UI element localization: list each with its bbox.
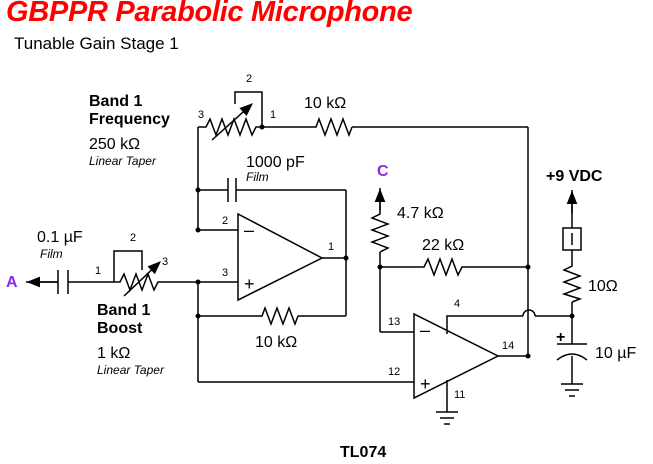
boost-pin1: 1 <box>95 265 101 277</box>
freq-pin2: 2 <box>246 73 252 85</box>
freq-value: 250 kΩ <box>89 136 140 153</box>
resistor-4k7 <box>369 188 391 253</box>
resistor-22k <box>420 256 464 278</box>
r22k-value: 22 kΩ <box>422 237 464 254</box>
opamp1-minus: – <box>244 220 254 240</box>
opamp2-pin-vplus: 4 <box>454 298 460 310</box>
supply-section <box>556 190 588 397</box>
feedback-cap-type: Film <box>246 170 269 184</box>
opamp2-minus: – <box>420 320 430 340</box>
supply-cap-polarity: + <box>556 329 565 346</box>
freq-pin3: 3 <box>198 109 204 121</box>
feedback-cap-value: 1000 pF <box>246 154 305 171</box>
freq-name-2: Frequency <box>89 111 170 128</box>
resistor-top-value: 10 kΩ <box>304 95 346 112</box>
opamp1-pin-out: 1 <box>328 241 334 253</box>
page-title: GBPPR Parabolic Microphone <box>6 0 413 28</box>
page-subtitle: Tunable Gain Stage 1 <box>14 34 179 53</box>
boost-value: 1 kΩ <box>97 345 130 362</box>
boost-name-1: Band 1 <box>97 302 150 319</box>
freq-pin1: 1 <box>270 109 276 121</box>
labels: A C 0.1 µF Film 1 2 3 Band 1 Boost 1 kΩ … <box>6 73 636 461</box>
resistor-mid-value: 10 kΩ <box>255 334 297 351</box>
opamp2-pin-out: 14 <box>502 340 514 352</box>
freq-taper: Linear Taper <box>89 154 157 168</box>
ground-icon-opamp <box>436 411 458 425</box>
freq-name-1: Band 1 <box>89 93 142 110</box>
supply-capacitor: 10 µF <box>595 345 636 362</box>
chip-part: TL074 <box>340 444 386 461</box>
resistor-10k-top <box>312 116 353 138</box>
supply-voltage: +9 VDC <box>546 168 603 185</box>
frequency-potentiometer <box>198 103 262 141</box>
wires <box>26 91 573 412</box>
junctions <box>195 124 575 359</box>
resistor-10k-mid <box>258 305 299 327</box>
opamp2-plus: + <box>420 374 431 394</box>
supply-resistor: 10Ω <box>588 278 618 295</box>
opamp-1: – + <box>237 212 324 302</box>
node-c-label: C <box>377 163 389 180</box>
input-cap-value: 0.1 µF <box>37 229 83 246</box>
opamp-2: – + <box>413 312 500 400</box>
pullup-value: 4.7 kΩ <box>397 205 444 222</box>
opamp2-pin-noninv: 12 <box>388 366 400 378</box>
boost-name-2: Boost <box>97 320 143 337</box>
opamp1-pin-inv: 2 <box>222 215 228 227</box>
input-capacitor <box>57 270 69 294</box>
opamp1-plus: + <box>244 274 255 294</box>
feedback-capacitor <box>227 178 237 202</box>
boost-pin2: 2 <box>130 232 136 244</box>
opamp2-pin-inv: 13 <box>388 316 400 328</box>
boost-pin3: 3 <box>162 256 168 268</box>
opamp1-pin-noninv: 3 <box>222 267 228 279</box>
boost-potentiometer <box>114 261 166 297</box>
boost-taper: Linear Taper <box>97 363 165 377</box>
node-a-label: A <box>6 274 18 291</box>
opamp2-pin-gnd: 11 <box>454 389 465 401</box>
input-cap-type: Film <box>40 247 63 261</box>
